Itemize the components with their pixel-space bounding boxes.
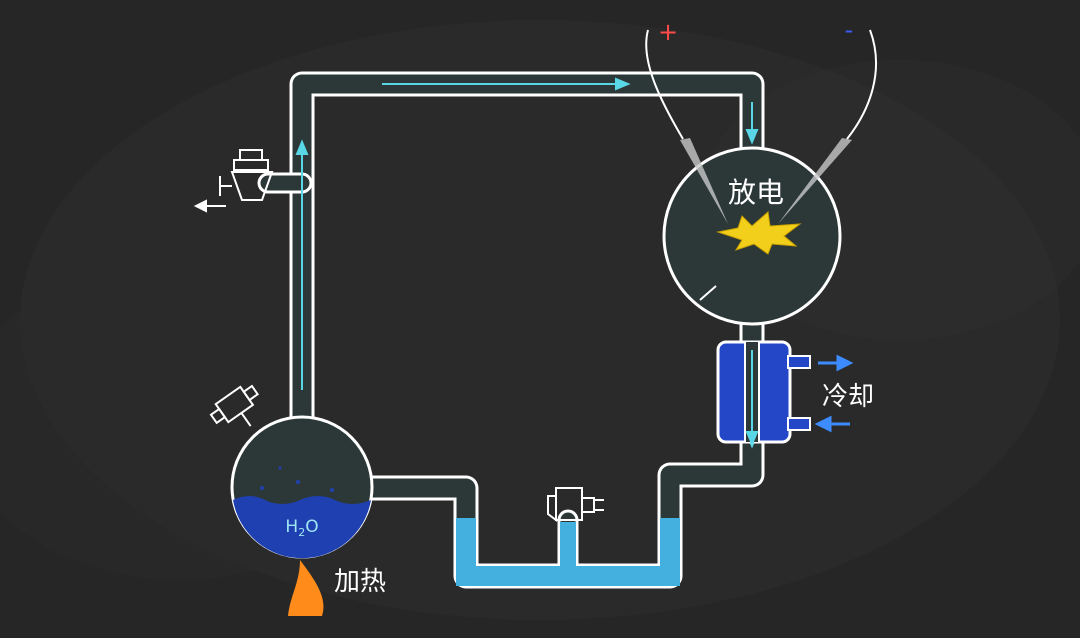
- condenser-flow-arrow-icon: [745, 350, 759, 447]
- water-label: H2O: [285, 517, 318, 539]
- minus-label: -: [845, 16, 854, 44]
- spark-icon: [716, 211, 802, 255]
- flame-icon: [288, 560, 324, 616]
- stopcock-valve-icon[interactable]: [193, 149, 274, 213]
- cooling-arrow-icon: [814, 354, 854, 433]
- flask-stopcock-icon[interactable]: [208, 381, 271, 441]
- heating-label: 加热: [334, 567, 386, 597]
- discharge-label: 放电: [728, 176, 784, 209]
- plus-label: +: [658, 18, 678, 46]
- liquid-trap: [456, 518, 680, 586]
- water-flask: [230, 415, 374, 559]
- cooling-label: 冷却: [822, 382, 874, 412]
- bottom-stopcock-icon[interactable]: [547, 487, 604, 522]
- electrode-icon: [645, 29, 877, 224]
